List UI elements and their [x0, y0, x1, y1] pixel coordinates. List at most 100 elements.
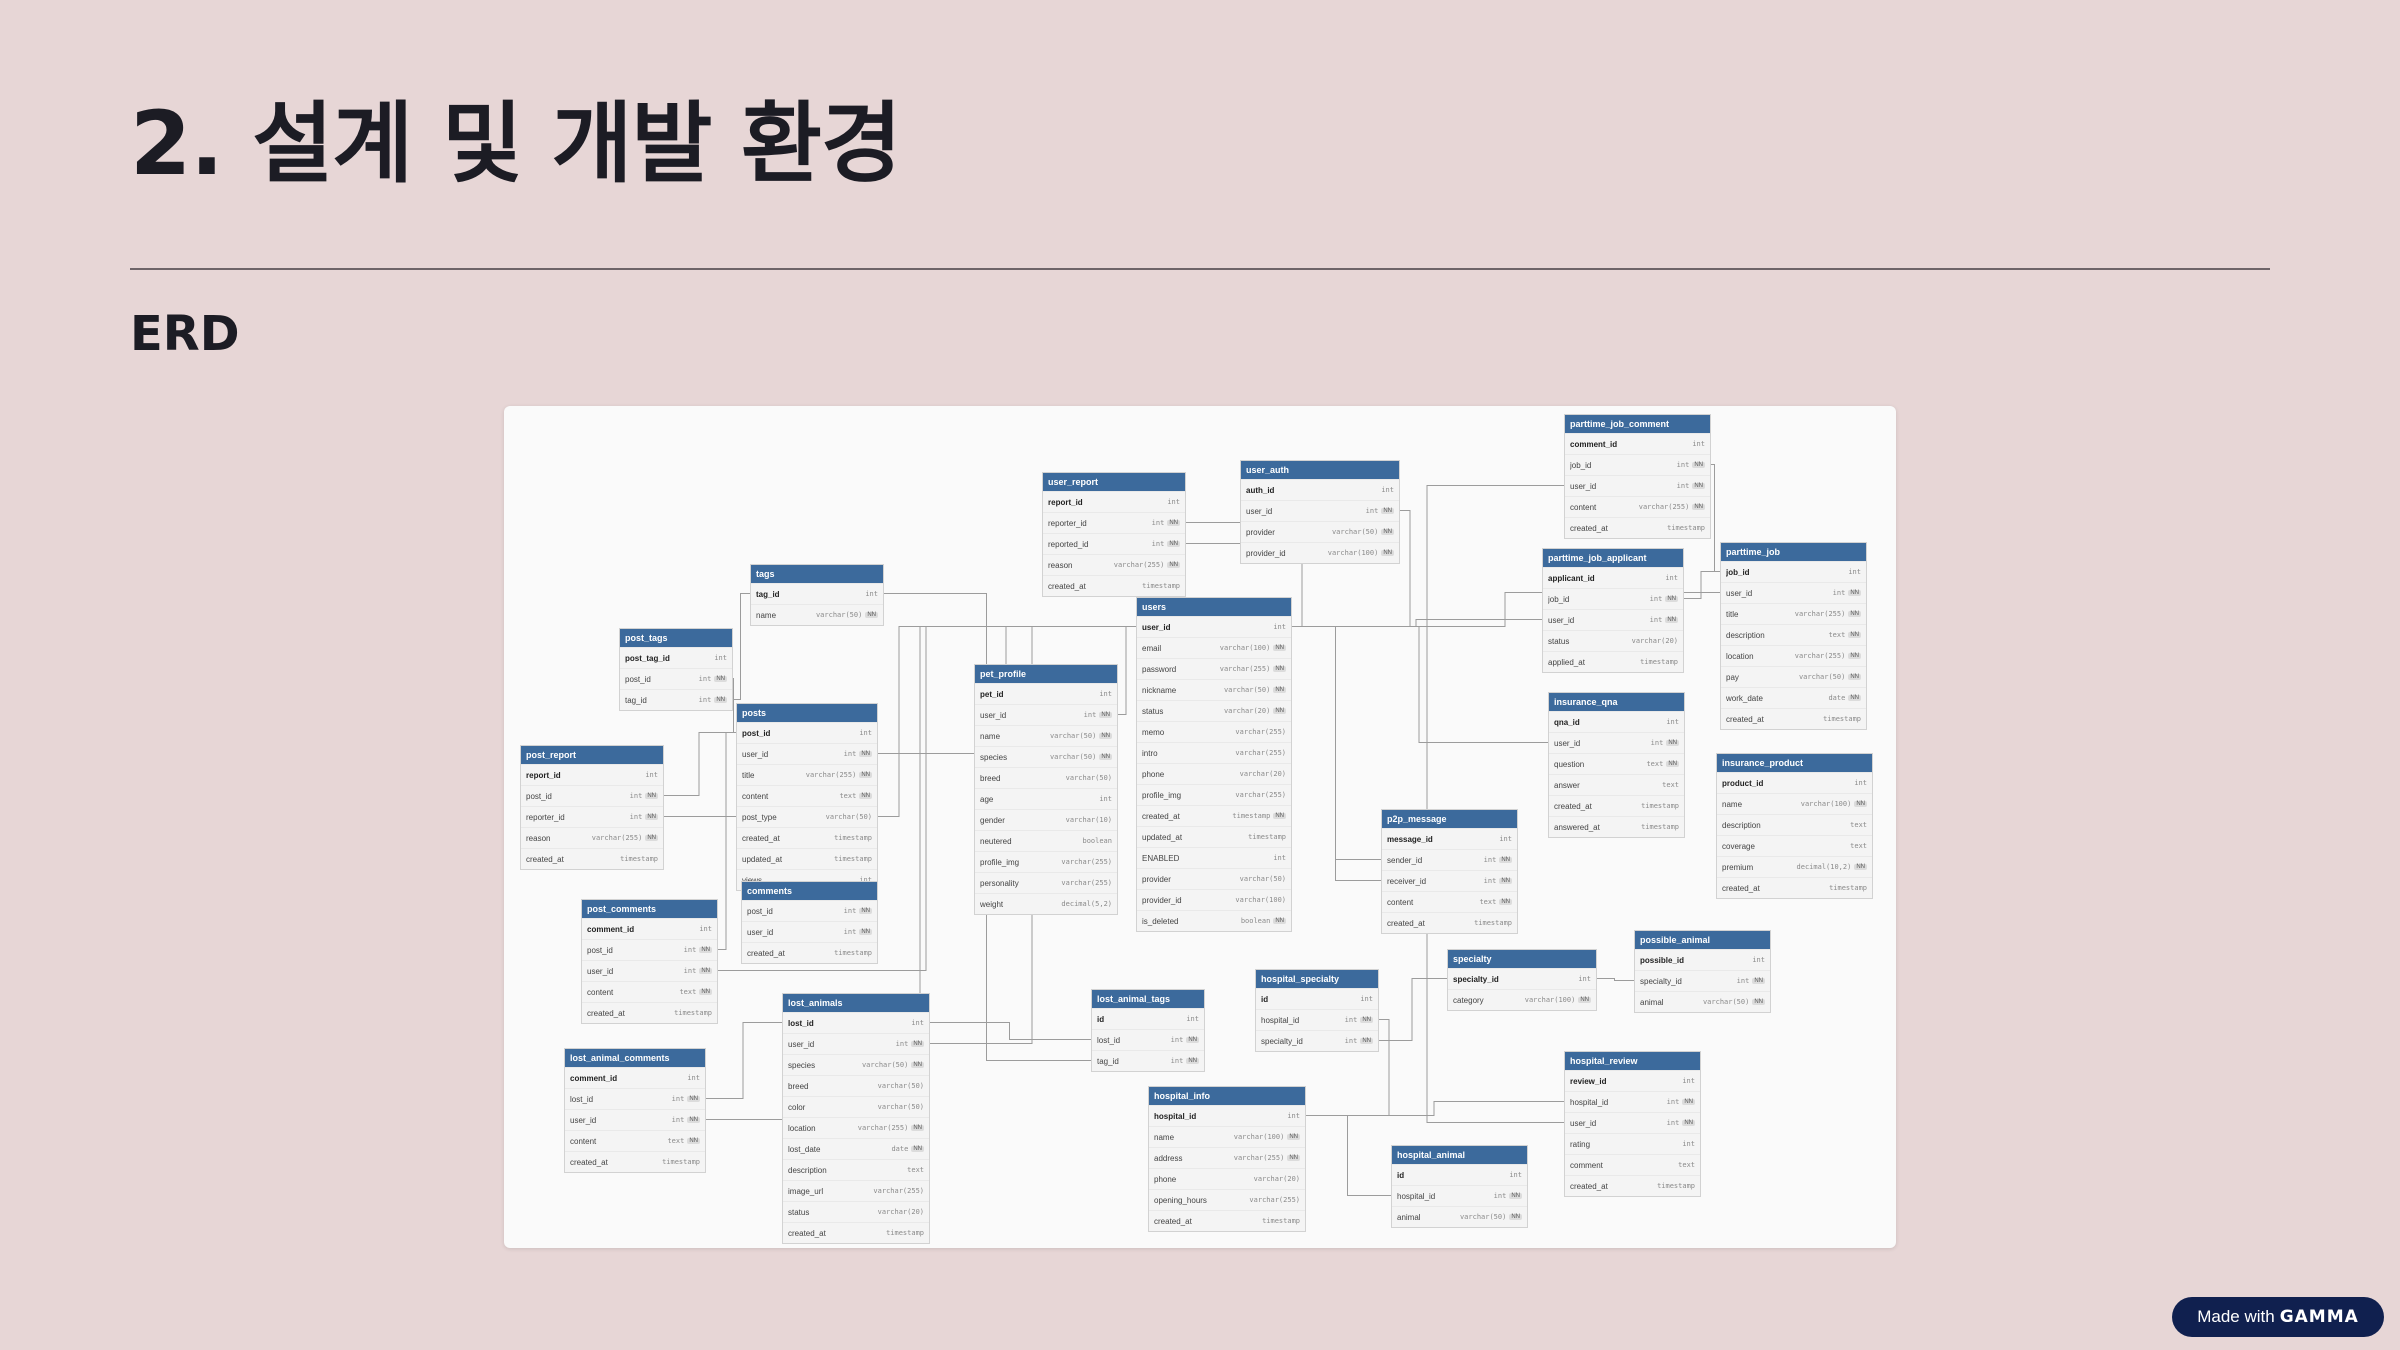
column-name: post_id [625, 674, 651, 684]
not-null-badge: NN [1848, 695, 1861, 701]
column-name: user_id [1570, 481, 1597, 491]
column-type: int [911, 1019, 924, 1027]
column-name: coverage [1722, 841, 1755, 851]
column-name: comment_id [587, 924, 635, 934]
column-type: varchar(50) [877, 1103, 924, 1111]
column-type: int [1848, 568, 1861, 576]
column-name: title [742, 770, 755, 780]
column-name: created_at [1142, 811, 1180, 821]
table-name: lost_animals [783, 994, 929, 1012]
column-name: specialty_id [1453, 974, 1499, 984]
column-name: species [788, 1060, 816, 1070]
column-name: name [980, 731, 1001, 741]
column-name: password [1142, 664, 1177, 674]
column-name: content [1570, 502, 1597, 512]
not-null-badge: NN [859, 908, 872, 914]
gamma-logo: GAMMA [2279, 1307, 2359, 1327]
column-type: varchar(50) [1459, 1213, 1507, 1221]
column-name: user_id [570, 1115, 597, 1125]
column-name: user_id [788, 1039, 815, 1049]
column-name: comment_id [1570, 439, 1618, 449]
column-name: hospital_id [1570, 1097, 1609, 1107]
not-null-badge: NN [1848, 653, 1861, 659]
table-name: pet_profile [975, 665, 1117, 683]
column-type: int [1499, 835, 1512, 843]
column-type: text [1678, 1161, 1695, 1169]
table-name: hospital_specialty [1256, 970, 1378, 988]
column-name: status [1548, 636, 1570, 646]
not-null-badge: NN [911, 1146, 924, 1152]
made-with-gamma-badge[interactable]: Made with GAMMA [2172, 1297, 2384, 1337]
column-name: answered_at [1554, 822, 1600, 832]
column-name: id [1397, 1170, 1405, 1180]
column-type: decimal(10,2) [1796, 863, 1852, 871]
table-name: hospital_review [1565, 1052, 1700, 1070]
column-name: animal [1640, 997, 1664, 1007]
column-name: created_at [1554, 801, 1592, 811]
column-name: views [742, 875, 763, 885]
column-name: breed [788, 1081, 809, 1091]
column-type: int [1170, 1057, 1184, 1065]
column-type: timestamp [1641, 823, 1679, 831]
column-name: answer [1554, 780, 1580, 790]
column-type: varchar(255) [591, 834, 643, 842]
column-type: varchar(50) [1798, 673, 1846, 681]
not-null-badge: NN [645, 835, 658, 841]
not-null-badge: NN [911, 1125, 924, 1131]
column-type: text [1850, 821, 1867, 829]
column-name: post_tag_id [625, 653, 670, 663]
column-name: post_id [587, 945, 613, 955]
table-name: hospital_info [1149, 1087, 1305, 1105]
